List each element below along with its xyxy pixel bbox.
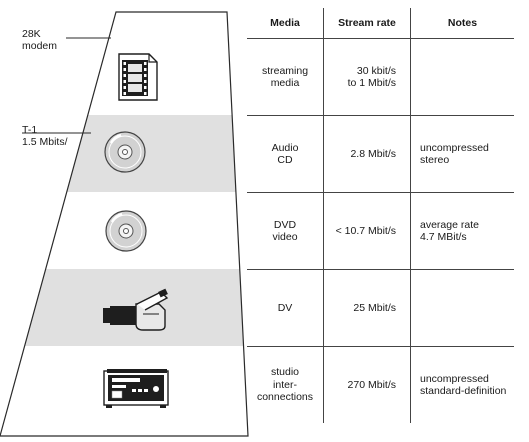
t1-speed-line-1: T-1	[22, 124, 38, 136]
notes-cell	[410, 38, 514, 116]
stream-rate-cell-line: 270 Mbit/s	[347, 378, 396, 391]
notes-cell-line: uncompressed	[420, 372, 489, 385]
media-cell-line: connections	[256, 391, 314, 404]
stream-rate-cell: < 10.7 Mbit/s	[323, 192, 411, 270]
notes-column-header: Notes	[410, 8, 514, 39]
media-cell: DV	[247, 270, 324, 347]
stream-rate-cell-line: to 1 Mbit/s	[347, 77, 396, 89]
pyramid-band-1	[66, 115, 236, 192]
modem-speed-label: 28K modem	[22, 28, 57, 52]
camcorder-icon	[103, 288, 169, 331]
media-column-header: Media	[270, 17, 300, 29]
notes-cell-line: uncompressed	[420, 141, 489, 154]
stream-rate-cell-line: 30 kbit/s	[356, 64, 396, 77]
media-cell-line: Audio	[271, 141, 299, 154]
studio-deck-icon	[103, 369, 169, 408]
media-cell-line: streaming	[261, 64, 309, 77]
notes-cell	[410, 269, 514, 347]
modem-speed-line-1: 28K	[22, 28, 41, 40]
stream-rate-cell-line: 2.8 Mbit/s	[350, 147, 396, 160]
table-header-row: Media Stream rate Notes	[247, 8, 514, 39]
media-cell-line: media	[270, 77, 300, 89]
notes-cell-line: stereo	[420, 154, 450, 166]
stream-rate-cell: 2.8 Mbit/s	[323, 115, 411, 193]
media-cell-line: DVD	[273, 218, 297, 231]
media-cell-line: studio	[270, 366, 300, 379]
stream-rate-column-header: Stream rate	[323, 8, 411, 39]
media-cell-line: DV	[277, 301, 293, 314]
t1-speed-line-2: 1.5 Mbits/	[22, 136, 68, 148]
media-cell-line: CD	[277, 154, 293, 166]
leader-lines	[22, 37, 111, 134]
pyramid-outline	[0, 11, 249, 437]
stream-rate-cell: 25 Mbit/s	[323, 269, 411, 347]
notes-cell-line: standard-definition	[420, 385, 507, 397]
table-row: DV 25 Mbit/s	[247, 269, 514, 347]
notes-cell-line: average rate	[420, 218, 479, 231]
t1-speed-label: T-1 1.5 Mbits/	[22, 124, 68, 148]
notes-cell-line: 4.7 MBit/s	[420, 231, 467, 243]
media-cell-line: inter-	[273, 378, 297, 391]
film-icon	[118, 53, 158, 101]
media-cell-line: video	[272, 231, 298, 243]
stream-rate-cell-line: 25 Mbit/s	[353, 301, 396, 314]
stream-rate-cell-line: < 10.7 Mbit/s	[335, 224, 396, 237]
modem-speed-line-2: modem	[22, 40, 58, 52]
stream-rate-cell: 270 Mbit/s	[323, 346, 411, 423]
dvd-icon	[105, 210, 147, 252]
cd-icon	[104, 131, 146, 173]
